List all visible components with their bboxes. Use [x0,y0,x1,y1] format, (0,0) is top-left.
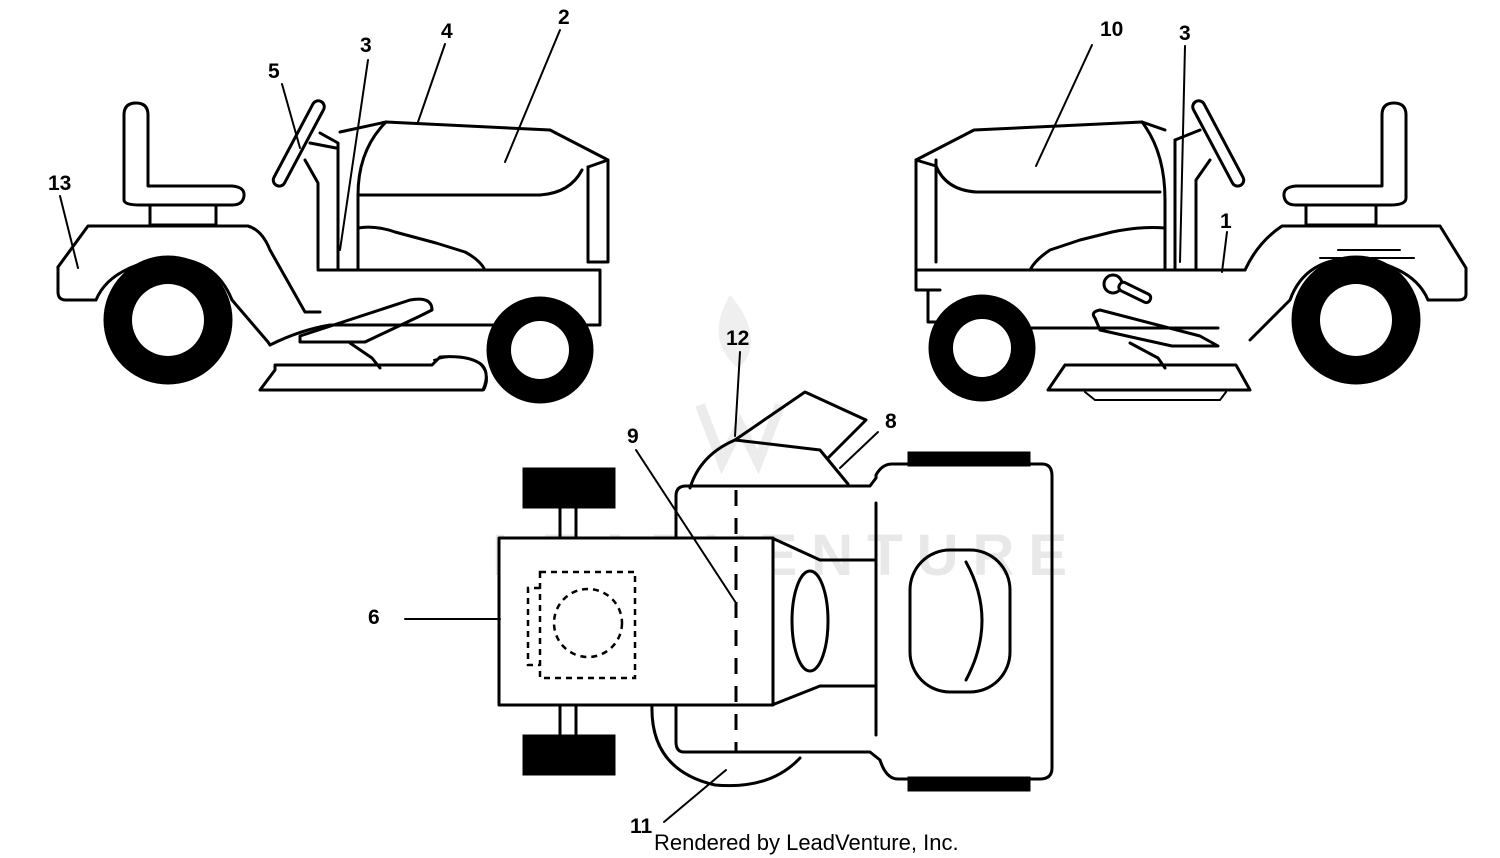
callout-3-left: 3 [360,34,372,57]
tractor-top-view [497,390,1054,792]
callout-11: 11 [630,815,653,838]
tractor-left-side-view [56,99,610,404]
callout-1: 1 [1220,210,1232,233]
credit-text: Rendered by LeadVenture, Inc. [654,830,959,855]
callout-labels: 1 2 3 3 4 5 6 8 9 10 11 12 13 [48,6,1232,838]
callout-6: 6 [368,606,380,629]
callout-9: 9 [627,425,639,448]
callout-2: 2 [558,6,570,29]
callout-12: 12 [726,327,749,350]
leader-lines [59,29,1228,823]
callout-4: 4 [441,20,453,43]
callout-10: 10 [1100,18,1123,41]
callout-5: 5 [268,60,280,83]
callout-3-right: 3 [1179,22,1191,45]
callout-13: 13 [48,172,71,195]
callout-8: 8 [885,410,897,433]
tractor-right-side-view [914,99,1468,402]
